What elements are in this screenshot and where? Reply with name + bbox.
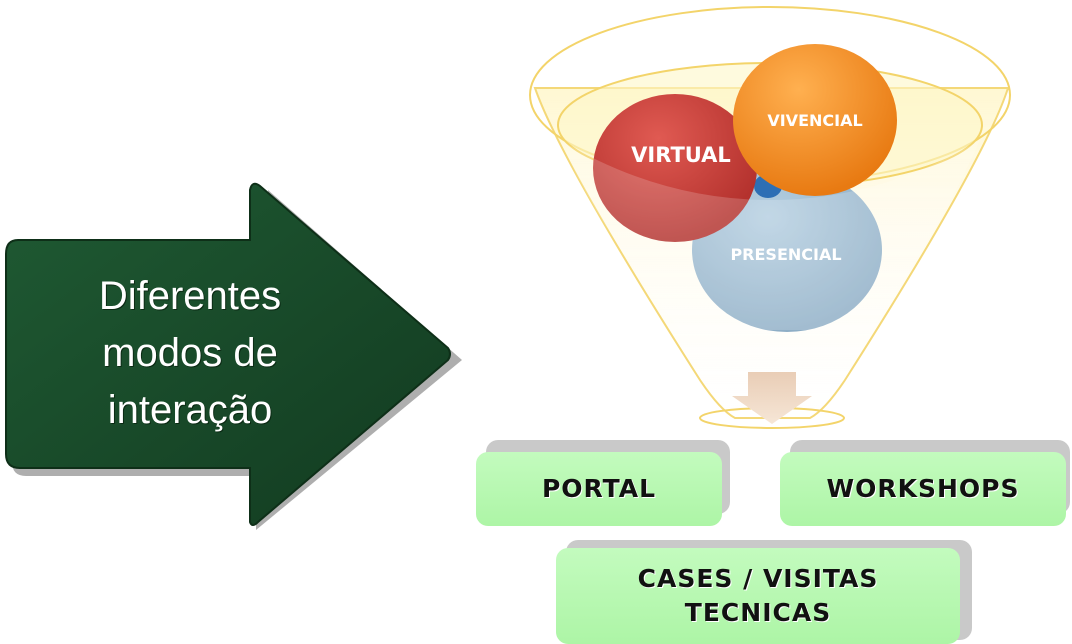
arrow-body bbox=[5, 182, 451, 526]
workshops-label: WORKSHOPS bbox=[826, 474, 1020, 503]
interaction-modes-arrow bbox=[5, 182, 462, 530]
arrow-label-line-3: interação bbox=[107, 388, 273, 432]
down-arrow-icon bbox=[732, 372, 812, 424]
presencial-label: PRESENCIAL bbox=[730, 245, 841, 264]
cases-label-line-2: TECNICAS bbox=[684, 598, 832, 627]
cases-box: CASES / VISITAS TECNICAS bbox=[556, 548, 960, 644]
virtual-label: VIRTUAL bbox=[631, 143, 731, 167]
vivencial-label: VIVENCIAL bbox=[767, 111, 862, 130]
funnel: VIRTUAL VIVENCIAL PRESENCIAL bbox=[529, 6, 1011, 429]
virtual-circle bbox=[593, 94, 757, 242]
arrow-label: Diferentes modos de interação bbox=[40, 268, 340, 439]
portal-box: PORTAL bbox=[476, 452, 722, 526]
arrow-label-line-2: modos de bbox=[102, 331, 278, 375]
funnel-front-glaze bbox=[560, 140, 980, 330]
portal-label: PORTAL bbox=[541, 474, 657, 503]
cases-label-line-1: CASES / VISITAS bbox=[637, 564, 879, 593]
vivencial-circle bbox=[733, 44, 897, 196]
arrow-label-line-1: Diferentes bbox=[98, 274, 282, 318]
workshops-box: WORKSHOPS bbox=[780, 452, 1066, 526]
